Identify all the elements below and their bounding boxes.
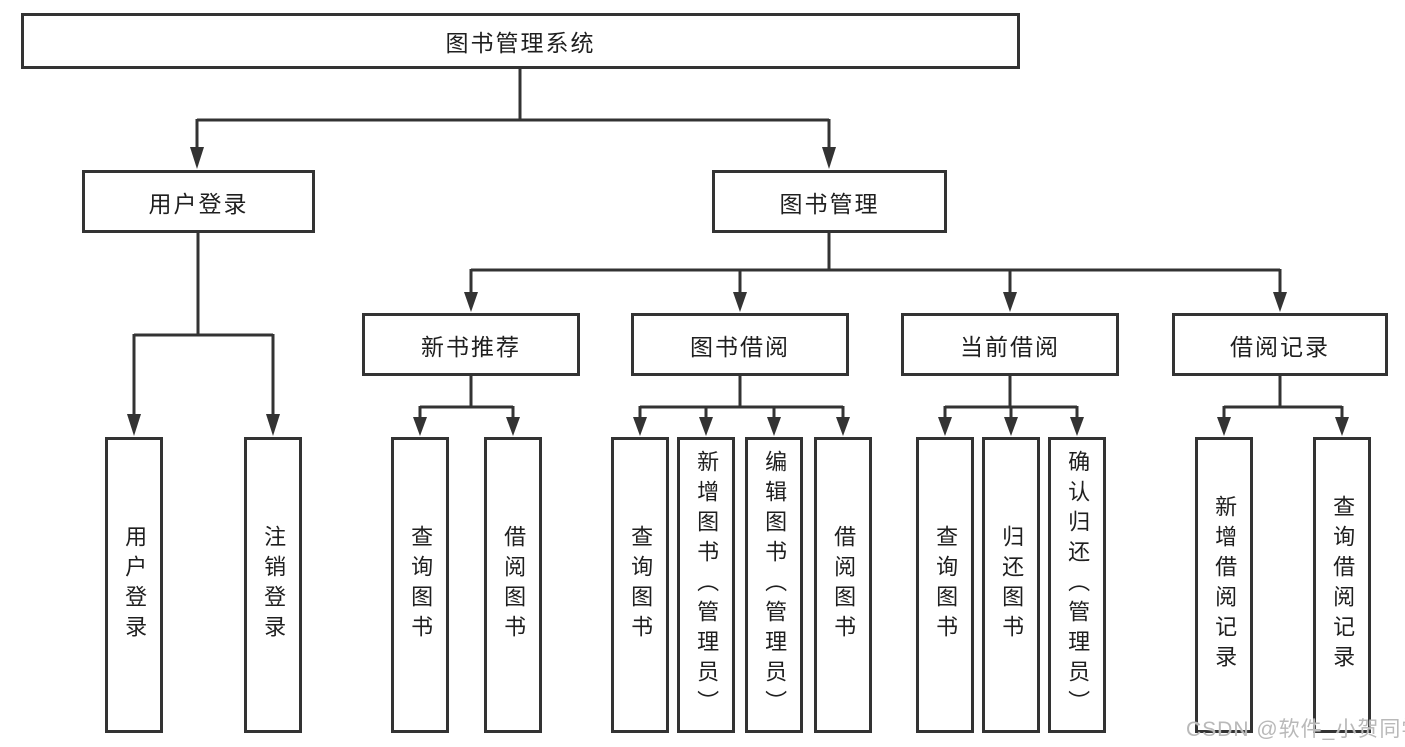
leaf-return-book: 归还图书 bbox=[982, 437, 1040, 733]
node-new-book-recommend: 新书推荐 bbox=[362, 313, 580, 376]
node-current-borrow: 当前借阅 bbox=[901, 313, 1119, 376]
leaf-logout: 注销登录 bbox=[244, 437, 302, 733]
node-library-system: 图书管理系统 bbox=[21, 13, 1020, 69]
node-book-management: 图书管理 bbox=[712, 170, 947, 233]
leaf-add-borrow-record: 新增借阅记录 bbox=[1195, 437, 1253, 733]
leaf-user-login: 用户登录 bbox=[105, 437, 163, 733]
leaf-borrow-books-recommend: 借阅图书 bbox=[484, 437, 542, 733]
leaf-borrow-books: 借阅图书 bbox=[814, 437, 872, 733]
leaf-confirm-return-admin: 确认归还（管理员） bbox=[1048, 437, 1106, 733]
node-borrow-records: 借阅记录 bbox=[1172, 313, 1388, 376]
arrowheads bbox=[127, 147, 1349, 436]
leaf-query-books-current: 查询图书 bbox=[916, 437, 974, 733]
node-book-borrow: 图书借阅 bbox=[631, 313, 849, 376]
leaf-query-books-borrow: 查询图书 bbox=[611, 437, 669, 733]
csdn-watermark: CSDN @软件_小贺同学 bbox=[1186, 718, 1405, 741]
node-user-login: 用户登录 bbox=[82, 170, 315, 233]
leaf-add-book-admin: 新增图书（管理员） bbox=[677, 437, 735, 733]
leaf-edit-book-admin: 编辑图书（管理员） bbox=[745, 437, 803, 733]
leaf-query-books-recommend: 查询图书 bbox=[391, 437, 449, 733]
leaf-query-borrow-record: 查询借阅记录 bbox=[1313, 437, 1371, 733]
